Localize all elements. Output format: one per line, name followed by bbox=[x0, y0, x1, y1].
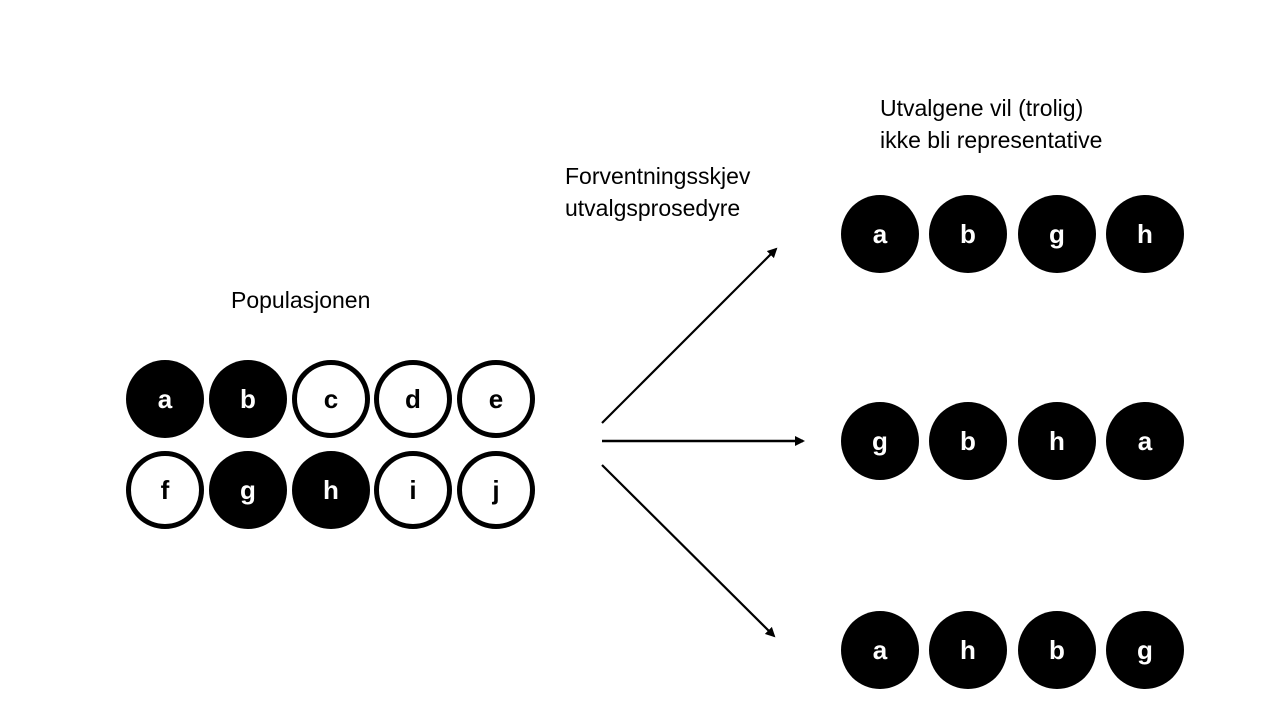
sample-2-member-g: g bbox=[841, 402, 919, 480]
arrow-up bbox=[601, 247, 778, 424]
sample-2-member-h: h bbox=[1018, 402, 1096, 480]
population-member-f: f bbox=[126, 451, 204, 529]
sample-1-member-b: b bbox=[929, 195, 1007, 273]
population-member-i: i bbox=[374, 451, 452, 529]
procedure-label-line1: Forventningsskjev bbox=[565, 163, 751, 189]
population-member-e: e bbox=[457, 360, 535, 438]
population-member-d: d bbox=[374, 360, 452, 438]
arrow-down bbox=[601, 464, 776, 638]
sample-3-member-g: g bbox=[1106, 611, 1184, 689]
population-title: Populasjonen bbox=[231, 287, 371, 313]
population-member-c: c bbox=[292, 360, 370, 438]
sample-3-member-b: b bbox=[1018, 611, 1096, 689]
samples-caption-line2: ikke bli representative bbox=[880, 127, 1103, 153]
population-member-b: b bbox=[209, 360, 287, 438]
population-member-g: g bbox=[209, 451, 287, 529]
sample-3-member-h: h bbox=[929, 611, 1007, 689]
sample-3-member-a: a bbox=[841, 611, 919, 689]
population-member-h: h bbox=[292, 451, 370, 529]
samples-caption-line1: Utvalgene vil (trolig) bbox=[880, 95, 1084, 121]
sample-1-member-a: a bbox=[841, 195, 919, 273]
population-member-a: a bbox=[126, 360, 204, 438]
sample-1-member-g: g bbox=[1018, 195, 1096, 273]
sample-2-member-a: a bbox=[1106, 402, 1184, 480]
procedure-label-line2: utvalgsprosedyre bbox=[565, 195, 741, 221]
sample-1-member-h: h bbox=[1106, 195, 1184, 273]
sample-2-member-b: b bbox=[929, 402, 1007, 480]
population-member-j: j bbox=[457, 451, 535, 529]
